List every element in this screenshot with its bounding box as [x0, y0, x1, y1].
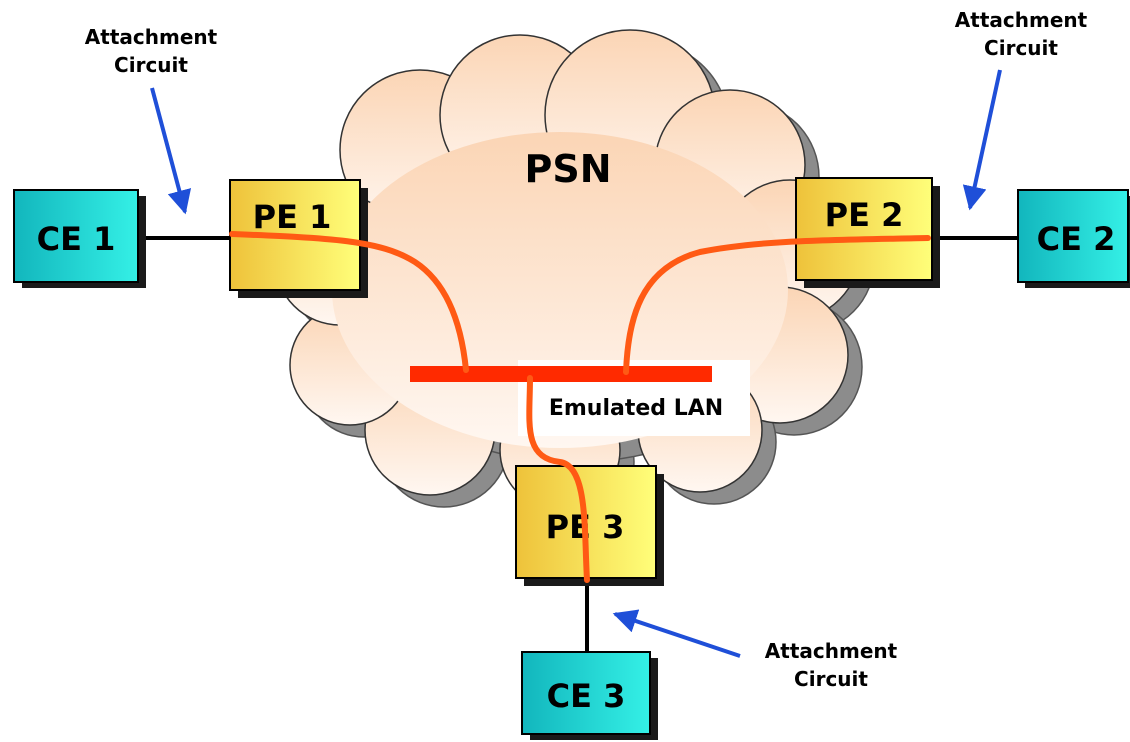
pseudowire-pe3	[526, 375, 590, 583]
ac2-line1: Attachment	[955, 8, 1088, 32]
ac3-line2: Circuit	[794, 667, 868, 691]
ce2-label: CE 2	[1037, 220, 1116, 258]
emulated-lan-label: Emulated LAN	[549, 396, 723, 421]
arrow-icon	[150, 87, 192, 215]
ce1-label: CE 1	[37, 220, 116, 258]
pseudowire-pe2	[623, 235, 931, 375]
pe2-node[interactable]: PE 2	[795, 177, 940, 288]
arrow-icon	[962, 69, 1002, 211]
pe1-label: PE 1	[253, 198, 332, 236]
pseudowires	[229, 231, 931, 583]
ce2-node[interactable]: CE 2	[1017, 189, 1130, 288]
ce1-node[interactable]: CE 1	[13, 189, 146, 288]
attachment-circuit-label-2: Attachment Circuit	[955, 8, 1088, 60]
emulated-lan-bar	[410, 366, 712, 382]
attachment-circuit-label-3: Attachment Circuit	[765, 639, 898, 691]
ac1-line2: Circuit	[114, 53, 188, 77]
pe2-label: PE 2	[825, 196, 904, 234]
psn-label: PSN	[524, 147, 611, 191]
pe3-node[interactable]: PE 3	[515, 465, 664, 586]
attachment-circuit-label-1: Attachment Circuit	[85, 25, 218, 77]
ac1-line1: Attachment	[85, 25, 218, 49]
ac2-line2: Circuit	[984, 36, 1058, 60]
ac3-line1: Attachment	[765, 639, 898, 663]
pointer-arrows	[150, 69, 1002, 658]
ce3-node[interactable]: CE 3	[521, 651, 658, 740]
arrow-icon	[612, 609, 741, 658]
ce3-label: CE 3	[547, 677, 626, 715]
attachment-links	[138, 236, 1020, 652]
pseudowire-pe1	[229, 231, 469, 373]
